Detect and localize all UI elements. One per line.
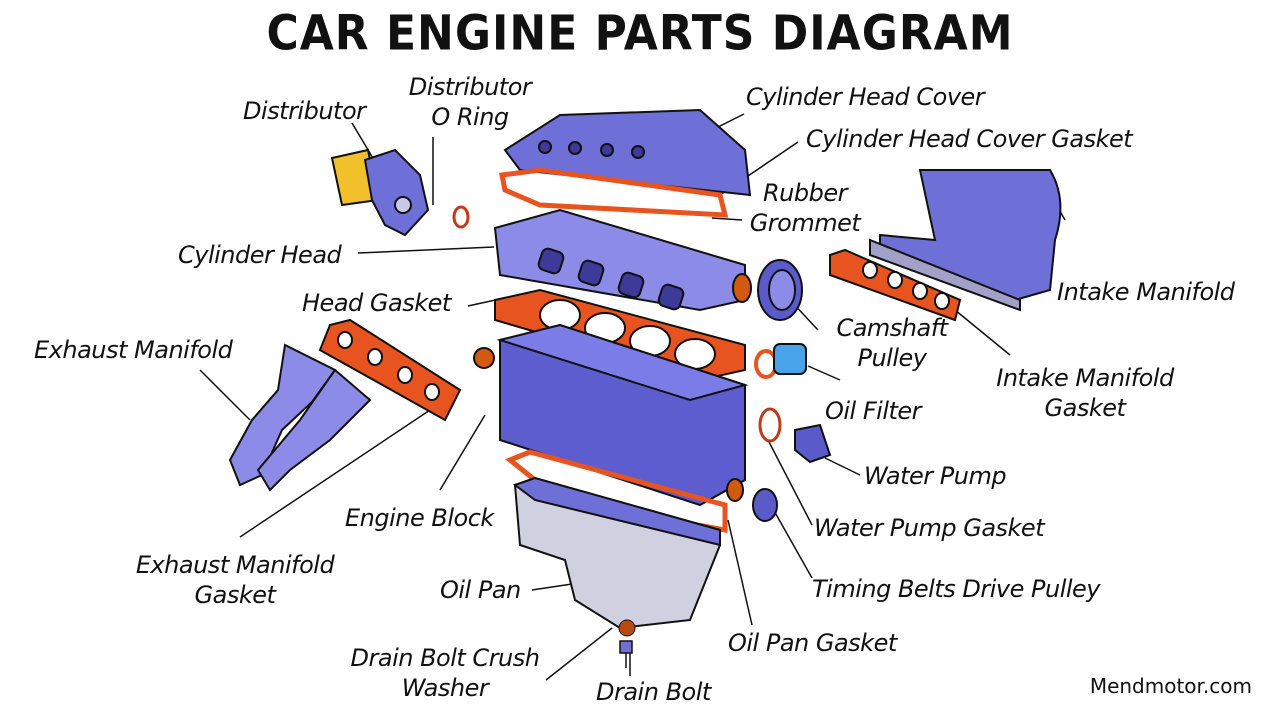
- cylinder-head-part: [493, 208, 746, 312]
- exhaust-manifold-gasket-part: [318, 318, 462, 422]
- water-pump-gasket-part: [758, 407, 782, 443]
- label-camshaft-pulley-line-2: Pulley: [857, 344, 928, 372]
- label-oil-filter: Oil Filter: [825, 397, 922, 425]
- timing-belts-drive-pulley-part: [726, 478, 778, 522]
- leader-drain-bolt-crush-washer: [545, 627, 613, 681]
- label-water-pump-gasket: Water Pump Gasket: [814, 514, 1045, 542]
- label-drain-bolt: Drain Bolt: [596, 678, 711, 706]
- label-distributor-o-ring: Distributor O Ring: [400, 72, 540, 132]
- label-timing-belts-drive-pulley: Timing Belts Drive Pulley: [812, 575, 1101, 603]
- leader-engine-block: [439, 414, 486, 491]
- label-drain-bolt-crush-washer-line-1: Drain Bolt Crush: [350, 644, 540, 672]
- leader-oil-filter: [807, 365, 841, 381]
- label-exhaust-manifold-gasket-line-2: Gasket: [194, 581, 276, 609]
- label-distributor-o-ring-line-2: O Ring: [431, 103, 509, 131]
- label-intake-manifold-gasket-line-1: Intake Manifold: [996, 364, 1174, 392]
- label-distributor-o-ring-line-1: Distributor: [408, 73, 532, 101]
- label-rubber-grommet: Rubber Grommet: [745, 178, 865, 238]
- leader-oil-pan: [531, 583, 573, 591]
- leader-exhaust-manifold: [199, 369, 251, 421]
- intake-manifold-part: [869, 169, 1062, 312]
- rubber-grommet-part: [732, 273, 752, 303]
- camshaft-pulley-part: [757, 259, 803, 321]
- label-intake-manifold-gasket-line-2: Gasket: [1044, 394, 1126, 422]
- water-pump-part: [794, 423, 832, 464]
- leader-exhaust-manifold-gasket: [239, 399, 446, 538]
- label-intake-manifold-gasket: Intake Manifold Gasket: [985, 363, 1185, 423]
- leader-water-pump-gasket: [767, 439, 813, 526]
- intake-manifold-gasket-part: [829, 248, 962, 322]
- exhaust-manifold-part: [228, 343, 372, 492]
- label-rubber-grommet-line-2: Grommet: [749, 209, 861, 237]
- distributor-o-ring-part: [452, 205, 470, 229]
- label-exhaust-manifold: Exhaust Manifold: [34, 336, 233, 364]
- label-rubber-grommet-line-1: Rubber: [763, 179, 848, 207]
- label-cylinder-head-cover-gasket: Cylinder Head Cover Gasket: [806, 125, 1133, 153]
- label-head-gasket: Head Gasket: [302, 289, 451, 317]
- leader-rubber-grommet: [711, 217, 743, 221]
- label-cylinder-head: Cylinder Head: [178, 241, 342, 269]
- label-distributor: Distributor: [243, 97, 366, 125]
- leader-water-pump: [824, 457, 861, 476]
- label-oil-pan: Oil Pan: [440, 576, 521, 604]
- label-camshaft-pulley: Camshaft Pulley: [822, 313, 962, 373]
- engine-block-part: [473, 323, 749, 507]
- label-oil-pan-gasket: Oil Pan Gasket: [728, 629, 897, 657]
- distributor-part: [330, 148, 430, 237]
- drain-bolt-crush-washer-part: [618, 619, 636, 637]
- leader-lines: [199, 113, 1066, 681]
- label-cylinder-head-cover: Cylinder Head Cover: [746, 83, 985, 111]
- oil-filter-part: [754, 343, 807, 379]
- label-exhaust-manifold-gasket-line-1: Exhaust Manifold: [135, 551, 335, 579]
- oil-pan-part: [512, 476, 721, 630]
- drain-bolt-part: [619, 640, 633, 668]
- leader-oil-pan-gasket: [727, 519, 753, 626]
- label-exhaust-manifold-gasket: Exhaust Manifold Gasket: [120, 550, 350, 610]
- diagram-title: CAR ENGINE PARTS DIAGRAM: [266, 5, 1014, 62]
- label-camshaft-pulley-line-1: Camshaft: [836, 314, 948, 342]
- label-engine-block: Engine Block: [345, 504, 494, 532]
- cylinder-head-cover-gasket-part: [499, 167, 729, 218]
- label-water-pump: Water Pump: [864, 462, 1007, 490]
- label-intake-manifold: Intake Manifold: [1057, 278, 1235, 306]
- leader-intake-manifold-gasket: [954, 309, 1011, 356]
- leader-cylinder-head: [357, 246, 495, 254]
- site-credit: Mendmotor.com: [1089, 674, 1252, 698]
- label-drain-bolt-crush-washer: Drain Bolt Crush Washer: [330, 643, 560, 703]
- label-drain-bolt-crush-washer-line-2: Washer: [401, 674, 489, 702]
